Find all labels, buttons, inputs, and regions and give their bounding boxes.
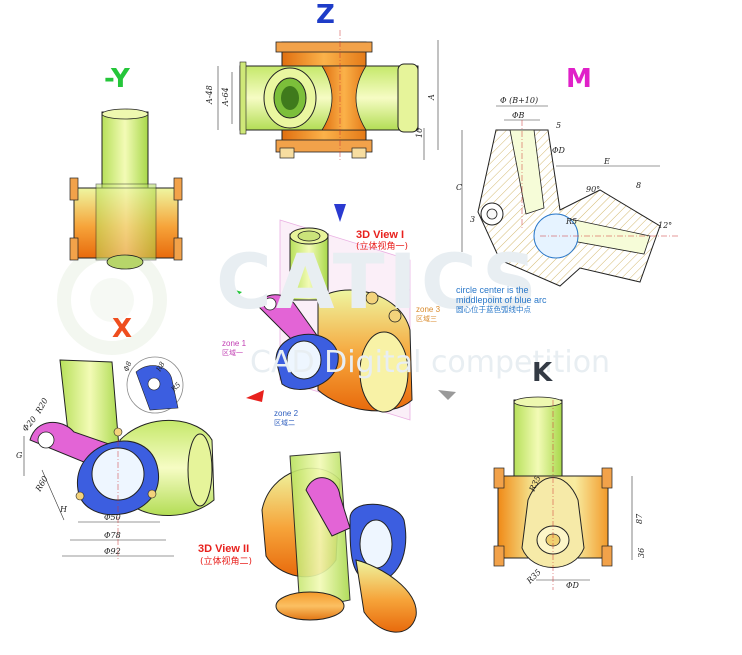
view3d-2-drawing: [261, 451, 417, 633]
x-dim-h: H: [59, 505, 68, 514]
x-dim-g: G: [16, 451, 23, 460]
m-dim-12: 12°: [658, 221, 672, 230]
view-label-neg-y: -Y: [104, 64, 130, 94]
x-dim-d50: Φ50: [104, 513, 121, 522]
view3d-1-drawing: [257, 219, 413, 421]
z-dim-a: A: [427, 94, 436, 101]
m-dim-5: 5: [556, 121, 561, 130]
k-dim-36: 36: [637, 548, 646, 558]
view-label-k: K: [532, 358, 553, 388]
note-line-cn: 圆心位于蓝色弧线中点: [456, 305, 531, 314]
zone3-label: zone 3: [416, 305, 441, 314]
arrow-neg-y-icon: [222, 286, 242, 300]
view-label-m: M: [566, 64, 592, 94]
k-dim-r35-bottom: R35: [524, 568, 543, 587]
view-label-z: Z: [316, 0, 335, 30]
z-dim-a64: A-64: [221, 87, 230, 107]
view3d-2-subtitle: (立体视角二): [200, 557, 253, 567]
zone1-label: zone 1: [222, 339, 247, 348]
m-dim-d: ΦD: [552, 146, 566, 155]
zone3-label-cn: 区域三: [416, 315, 437, 323]
x-dim-r20: R20: [33, 396, 49, 415]
view-label-x: X: [112, 314, 133, 344]
arrow-k-icon: [438, 390, 456, 400]
watermark-title: CATICS: [216, 237, 541, 326]
z-view-drawing: [217, 30, 439, 160]
arrow-m-icon: [400, 280, 410, 294]
zone1-label-cn: 区域一: [222, 349, 243, 357]
zone2-label: zone 2: [274, 409, 299, 418]
m-dim-b10: Φ (B+10): [500, 96, 538, 105]
z-dim-a48: A-48: [205, 85, 214, 105]
x-dim-r60: R60: [33, 474, 49, 493]
view3d-1-title: 3D View I: [356, 229, 405, 241]
note-line-2: middlepoint of blue arc: [456, 295, 547, 305]
arrow-x-icon: [246, 390, 264, 402]
k-dim-d: ΦD: [566, 581, 580, 590]
view3d-2-title: 3D View II: [198, 543, 250, 555]
zone2-label-cn: 区域二: [274, 419, 295, 427]
view3d-1-subtitle: (立体视角一): [356, 242, 409, 252]
z-dim-10: 10: [415, 128, 424, 138]
arrow-z-icon: [334, 204, 346, 222]
note-line-1: circle center is the: [456, 285, 529, 295]
x-view-drawing: [23, 356, 215, 560]
x-dim-d92: Φ92: [104, 547, 121, 556]
k-view-drawing: [493, 396, 633, 590]
m-dim-r5: R5: [565, 217, 577, 226]
m-dim-b: ΦB: [512, 111, 525, 120]
m-dim-c: C: [456, 183, 462, 192]
m-view-section: [461, 105, 680, 287]
m-dim-8: 8: [636, 181, 641, 190]
m-dim-e: E: [603, 157, 610, 166]
x-dim-d78: Φ78: [104, 531, 121, 540]
m-dim-90: 90°: [586, 185, 600, 194]
neg-y-view-drawing: [69, 108, 183, 270]
x-dim-d8: Φ8: [122, 360, 133, 373]
watermark-subtitle: CAD Digital competition: [250, 345, 611, 380]
k-dim-87: 87: [635, 513, 644, 524]
m-dim-3: 3: [470, 215, 475, 224]
